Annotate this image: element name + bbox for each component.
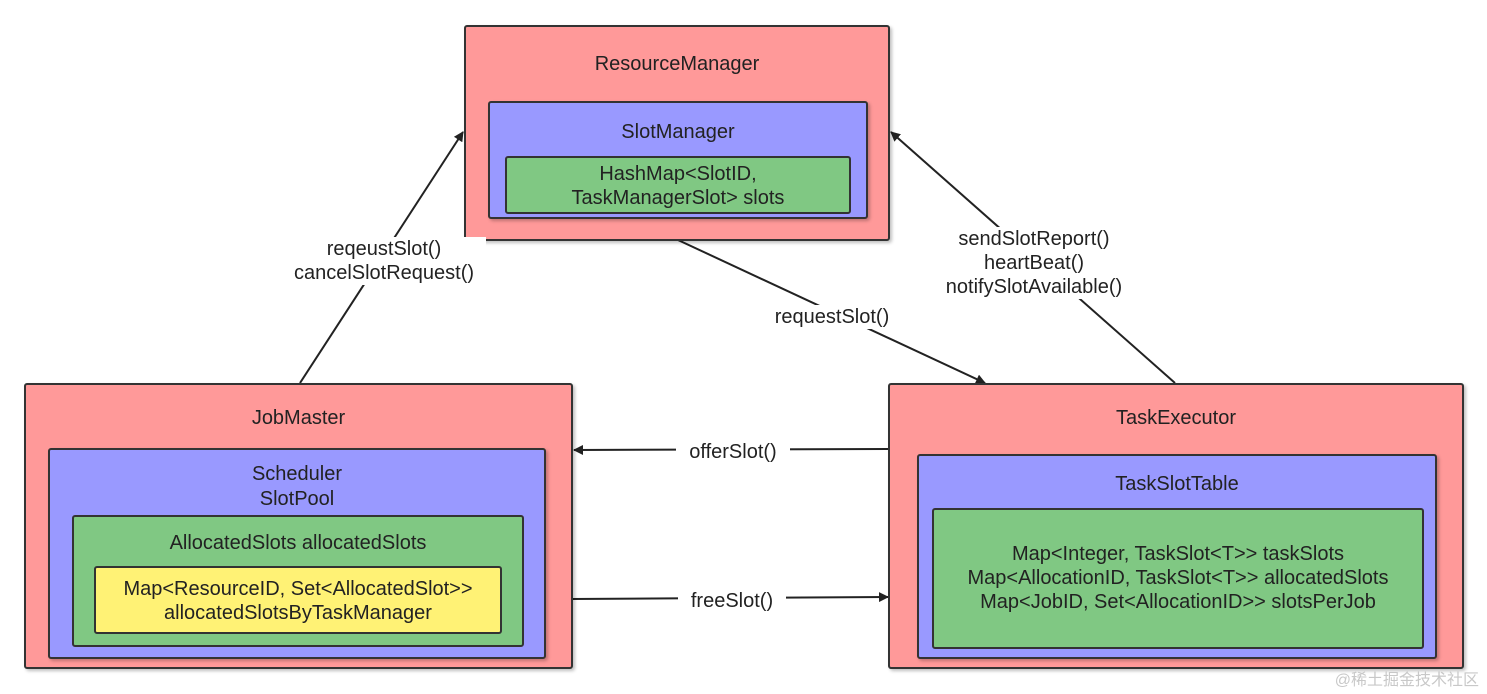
task-slot-table-maps-text: Map<Integer, TaskSlot<T>> taskSlots Map<… xyxy=(967,543,1389,613)
task-executor-box: TaskExecutor TaskSlotTable Map<Integer, … xyxy=(888,383,1464,669)
allocated-slots-box: AllocatedSlots allocatedSlots Map<Resour… xyxy=(72,515,524,647)
scheduler-slotpool-box: Scheduler SlotPool AllocatedSlots alloca… xyxy=(48,448,546,659)
slot-manager-box: SlotManager HashMap<SlotID, TaskManagerS… xyxy=(488,101,868,219)
resource-manager-title: ResourceManager xyxy=(594,53,760,75)
allocated-slots-title: AllocatedSlots allocatedSlots xyxy=(169,532,427,554)
scheduler-slotpool-title: Scheduler SlotPool xyxy=(251,463,343,510)
label-te-to-jm: offerSlot() xyxy=(676,440,790,464)
job-master-title: JobMaster xyxy=(251,407,346,429)
task-executor-title: TaskExecutor xyxy=(1115,407,1237,429)
label-rm-to-te: requestSlot() xyxy=(760,305,904,329)
label-jm-to-rm: reqeustSlot() cancelSlotRequest() xyxy=(282,237,486,285)
slot-manager-slots-box: HashMap<SlotID, TaskManagerSlot> slots xyxy=(505,156,851,214)
resource-manager-box: ResourceManager SlotManager HashMap<Slot… xyxy=(464,25,890,241)
task-slot-table-title: TaskSlotTable xyxy=(1115,473,1239,495)
label-jm-to-te: freeSlot() xyxy=(678,589,786,613)
slot-manager-title: SlotManager xyxy=(621,121,735,143)
slot-manager-slots-text: HashMap<SlotID, TaskManagerSlot> slots xyxy=(571,163,785,209)
watermark: @稀土掘金技术社区 xyxy=(1334,672,1479,689)
allocated-slots-by-taskmanager-box: Map<ResourceID, Set<AllocatedSlot>> allo… xyxy=(94,566,502,634)
label-te-to-rm: sendSlotReport() heartBeat() notifySlotA… xyxy=(930,227,1138,299)
task-slot-table-maps-box: Map<Integer, TaskSlot<T>> taskSlots Map<… xyxy=(932,508,1424,649)
job-master-box: JobMaster Scheduler SlotPool AllocatedSl… xyxy=(24,383,573,669)
allocated-slots-by-taskmanager-text: Map<ResourceID, Set<AllocatedSlot>> allo… xyxy=(123,578,473,624)
task-slot-table-box: TaskSlotTable Map<Integer, TaskSlot<T>> … xyxy=(917,454,1437,659)
